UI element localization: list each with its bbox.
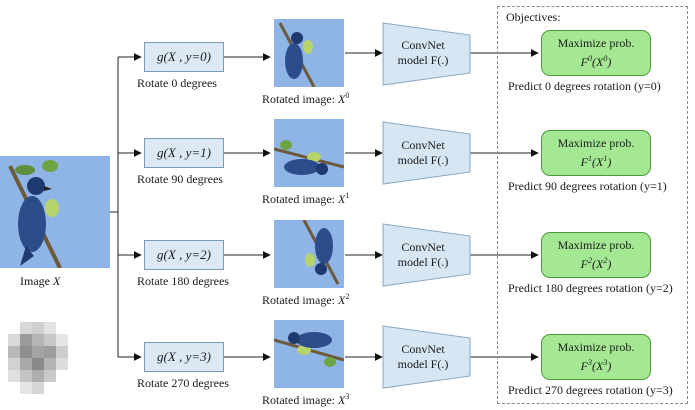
- bird-270deg-icon: [274, 320, 344, 388]
- convnet-shape-2: [382, 223, 471, 287]
- rotated-image-2: [274, 220, 344, 288]
- input-image-label: Image X: [20, 274, 61, 288]
- rotated-image-3: [274, 320, 344, 388]
- rotated-label-3: Rotated image: X3: [262, 392, 350, 407]
- convnet-shape-0: [382, 22, 471, 86]
- objective-box-3: Maximize prob. F3(X3): [541, 334, 651, 380]
- bird-180deg-icon: [274, 220, 344, 288]
- rotated-label-2: Rotated image: X2: [262, 292, 350, 307]
- rotate-label-3: Rotate 270 degrees: [137, 376, 229, 390]
- transform-box-0: g(X , y=0): [144, 42, 224, 72]
- rotate-label-1: Rotate 90 degrees: [137, 172, 223, 186]
- bird-on-branch-icon: [0, 156, 110, 268]
- rotated-label-1: Rotated image: X1: [262, 191, 350, 206]
- bird-90deg-icon: [274, 119, 344, 187]
- input-image: [0, 156, 110, 268]
- objective-box-0: Maximize prob. F0(X0): [541, 30, 651, 76]
- rotated-label-0: Rotated image: X0: [262, 91, 350, 106]
- pixelated-thumbnail: [8, 322, 68, 394]
- transform-box-3: g(X , y=3): [144, 342, 224, 372]
- transform-box-2: g(X , y=2): [144, 240, 224, 270]
- objectives-title: Objectives:: [506, 10, 561, 24]
- objective-box-1: Maximize prob. F1(X1): [541, 130, 651, 176]
- objective-box-2: Maximize prob. F2(X2): [541, 232, 651, 278]
- predict-label-1: Predict 90 degrees rotation (y=1): [508, 179, 667, 193]
- bird-0deg-icon: [274, 19, 344, 87]
- convnet-shape-3: [382, 325, 471, 389]
- rotate-label-2: Rotate 180 degrees: [137, 274, 229, 288]
- objectives-frame: [497, 6, 688, 404]
- rotated-image-0: [274, 19, 344, 87]
- predict-label-0: Predict 0 degrees rotation (y=0): [508, 79, 661, 93]
- predict-label-3: Predict 270 degrees rotation (y=3): [508, 383, 673, 397]
- transform-box-1: g(X , y=1): [144, 138, 224, 168]
- predict-label-2: Predict 180 degrees rotation (y=2): [508, 281, 673, 295]
- rotated-image-1: [274, 119, 344, 187]
- convnet-shape-1: [382, 121, 471, 185]
- rotate-label-0: Rotate 0 degrees: [137, 76, 217, 90]
